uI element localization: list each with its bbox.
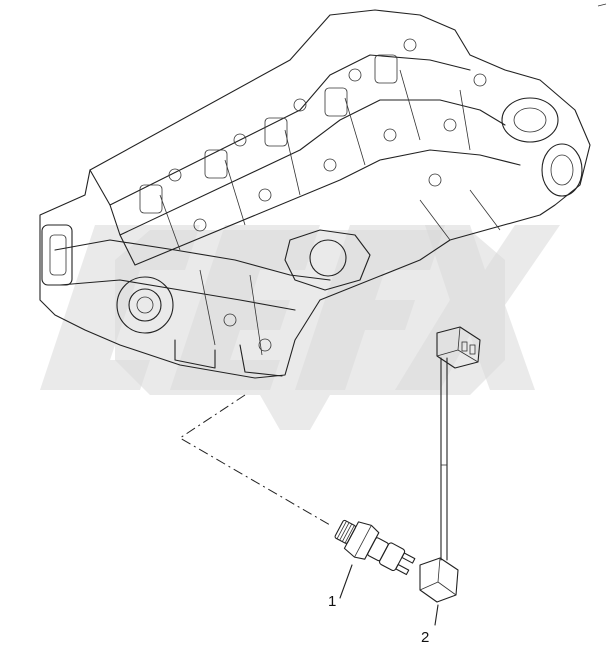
callout-1: 1 xyxy=(328,564,353,610)
assembly-leader-line xyxy=(179,394,331,526)
wiring-harness-part xyxy=(419,326,481,603)
watermark-logo xyxy=(40,225,560,430)
callout-2: 2 xyxy=(421,604,439,646)
cylinder-head xyxy=(39,9,591,379)
callout-1-label: 1 xyxy=(328,593,336,610)
corner-mark xyxy=(597,3,607,7)
sensor-part xyxy=(334,519,416,576)
callout-2-label: 2 xyxy=(421,629,429,646)
